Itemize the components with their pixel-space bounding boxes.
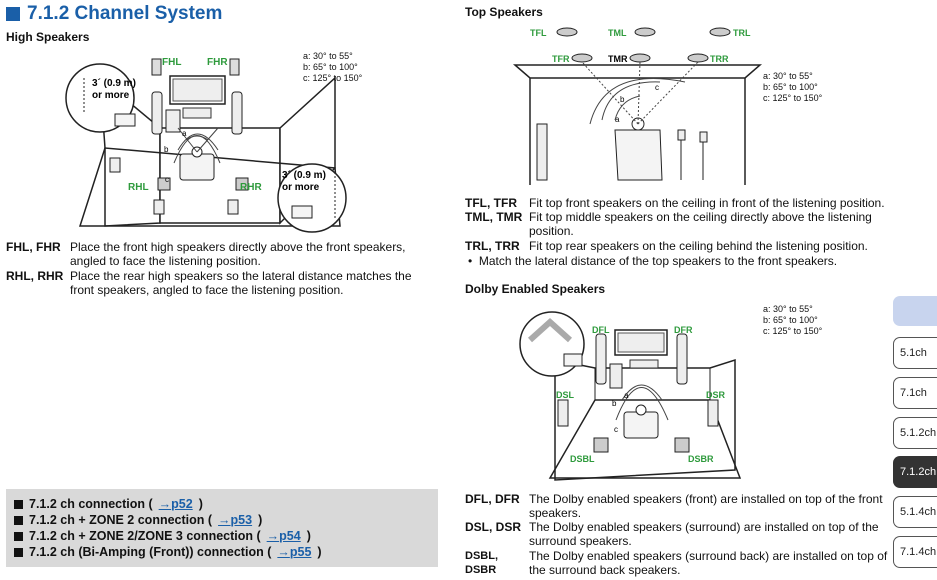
label-tml: TML	[608, 28, 627, 38]
high-speakers-diagram: FHL FHR RHL RHR a b c 3´ (0.9 m) or more…	[60, 48, 430, 243]
desc-tml-tmr: TML, TMR Fit top middle speakers on the …	[465, 210, 872, 238]
dist-label-1b: or more	[92, 90, 130, 101]
label-b: b	[164, 145, 169, 154]
label-rhr: RHR	[240, 182, 262, 193]
label-dfr: DFR	[674, 325, 693, 335]
dist-label-2b: or more	[282, 182, 320, 193]
label-top-a: a	[615, 115, 620, 124]
label-trr: TRR	[710, 54, 729, 64]
tab-5-1ch[interactable]: 5.1ch	[893, 337, 937, 369]
desc-dfl-dfr: DFL, DFR The Dolby enabled speakers (fro…	[465, 492, 883, 520]
tab-7-1ch[interactable]: 7.1ch	[893, 377, 937, 409]
label-fhl: FHL	[162, 57, 181, 68]
label-tfl: TFL	[530, 28, 547, 38]
desc-trl-trr: TRL, TRR Fit top rear speakers on the ce…	[465, 239, 868, 253]
label-a: a	[182, 129, 187, 138]
tab-7-1-4ch[interactable]: 7.1.4ch	[893, 536, 937, 568]
label-tmr: TMR	[608, 54, 628, 64]
label-dolby-b: b	[612, 399, 617, 408]
page-title-text: 7.1.2 Channel System	[27, 3, 223, 24]
tab-blank	[893, 296, 937, 326]
link-p52[interactable]: →p52	[158, 497, 193, 511]
high-speakers-heading: High Speakers	[6, 30, 90, 44]
label-dolby-c: c	[614, 425, 618, 434]
top-angle-legend: a: 30° to 55° b: 65° to 100° c: 125° to …	[763, 71, 823, 103]
desc-dsl-dsr: DSL, DSR The Dolby enabled speakers (sur…	[465, 520, 879, 548]
label-dsl: DSL	[556, 390, 575, 400]
page-title: 7.1.2 Channel System	[6, 3, 222, 25]
conn-item-2: 7.1.2 ch + ZONE 2 connection (→p53)	[14, 513, 262, 527]
top-speakers-diagram: TFL TML TRL TFR TMR TRR a b c	[510, 20, 770, 200]
label-top-b: b	[620, 95, 625, 104]
bullet-square-icon	[14, 499, 23, 509]
tab-5-1-4ch[interactable]: 5.1.4ch	[893, 496, 937, 528]
label-rhl: RHL	[128, 182, 149, 193]
label-c: c	[165, 175, 169, 184]
connection-links-box: 7.1.2 ch connection (→p52) 7.1.2 ch + ZO…	[6, 489, 438, 567]
dolby-angle-legend: a: 30° to 55° b: 65° to 100° c: 125° to …	[763, 304, 823, 336]
link-p54[interactable]: →p54	[266, 529, 301, 543]
dist-label-1: 3´ (0.9 m)	[92, 78, 136, 89]
dist-label-2: 3´ (0.9 m)	[282, 170, 326, 181]
tab-5-1-2ch[interactable]: 5.1.2ch	[893, 417, 937, 449]
conn-item-4: 7.1.2 ch (Bi-Amping (Front)) connection …	[14, 545, 322, 559]
conn-item-3: 7.1.2 ch + ZONE 2/ZONE 3 connection (→p5…	[14, 529, 311, 543]
tab-7-1-2ch[interactable]: 7.1.2ch	[893, 456, 937, 488]
label-dsr: DSR	[706, 390, 726, 400]
bullet-square-icon	[14, 515, 23, 525]
dolby-speakers-diagram: DFL DFR DSL DSR DSBL DSBR a b c	[510, 300, 760, 490]
label-trl: TRL	[733, 28, 751, 38]
bullet-square-icon	[14, 547, 23, 557]
label-dolby-a: a	[624, 391, 629, 400]
label-dsbl: DSBL	[570, 454, 595, 464]
desc-dsbl-dsbr: DSBL, DSBR The Dolby enabled speakers (s…	[465, 549, 888, 577]
dolby-speakers-heading: Dolby Enabled Speakers	[465, 282, 606, 296]
high-angle-legend: a: 30° to 55° b: 65° to 100° c: 125° to …	[303, 51, 363, 83]
top-bullet: • Match the lateral distance of the top …	[468, 254, 838, 268]
top-speakers-heading: Top Speakers	[465, 5, 543, 19]
conn-item-1: 7.1.2 ch connection (→p52)	[14, 497, 203, 511]
label-top-c: c	[655, 83, 659, 92]
desc-fhl-fhr: FHL, FHR Place the front high speakers d…	[6, 240, 406, 268]
desc-rhl-rhr: RHL, RHR Place the rear high speakers so…	[6, 269, 412, 297]
label-dsbr: DSBR	[688, 454, 714, 464]
bullet-dot-icon: •	[468, 254, 479, 268]
title-square-icon	[6, 7, 20, 21]
link-p55[interactable]: →p55	[277, 545, 312, 559]
label-fhr: FHR	[207, 57, 228, 68]
desc-tfl-tfr: TFL, TFR Fit top front speakers on the c…	[465, 196, 885, 210]
label-dfl: DFL	[592, 325, 610, 335]
link-p53[interactable]: →p53	[218, 513, 253, 527]
label-tfr: TFR	[552, 54, 570, 64]
bullet-square-icon	[14, 531, 23, 541]
